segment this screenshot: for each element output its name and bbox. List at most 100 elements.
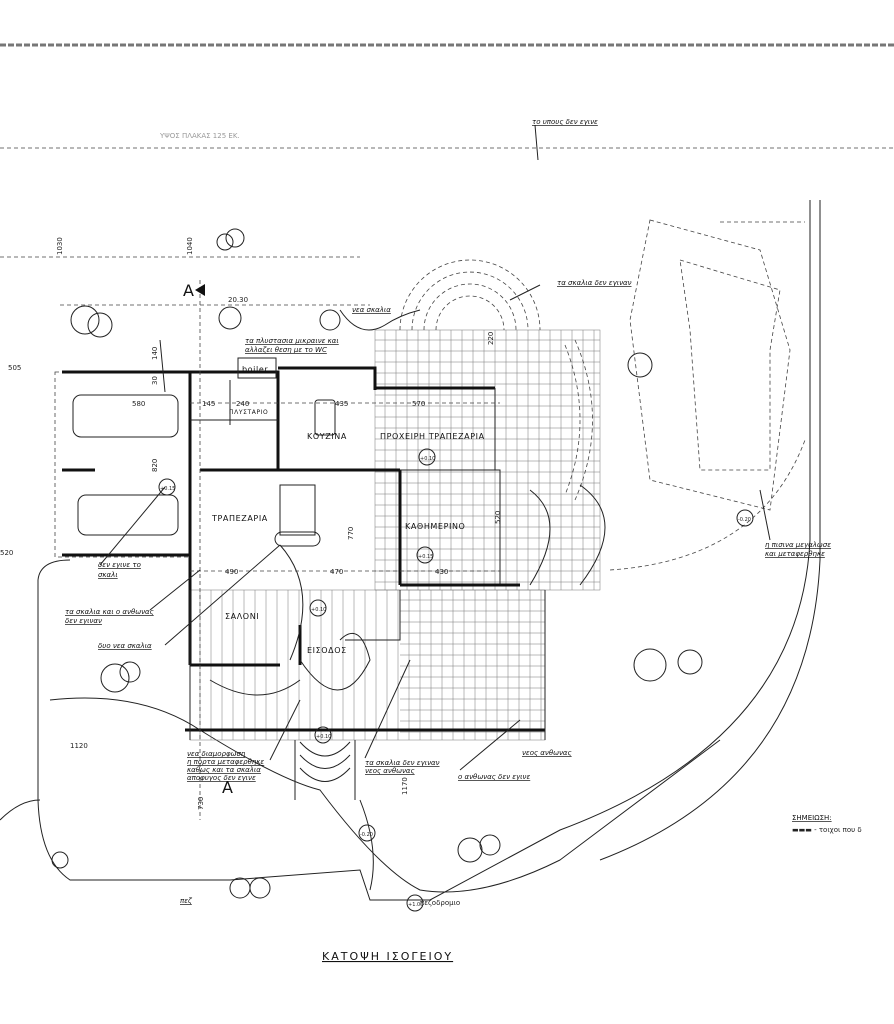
- level-label: +0.15: [418, 554, 433, 560]
- tree-icon: [229, 877, 251, 899]
- note-step-2: σκαλι: [98, 571, 118, 579]
- tree-icon: [457, 837, 483, 863]
- entrance-arc: [209, 679, 301, 696]
- garage: [54, 370, 191, 558]
- tree-icon: [100, 663, 130, 693]
- tree-icon: [249, 877, 271, 899]
- level-label: +0.15: [160, 486, 175, 492]
- tree-icon: [479, 834, 501, 856]
- dim-label: 730: [197, 797, 205, 810]
- kitchen-island: [314, 399, 336, 436]
- note-not-built-top: το υπους δεν εγινε: [532, 118, 598, 126]
- tree-icon: [87, 312, 113, 338]
- level-label: -0.20: [360, 832, 373, 838]
- level-label: +0.10: [311, 607, 326, 613]
- dim-label: 820: [151, 459, 159, 472]
- terrace-grid: [189, 329, 601, 741]
- level-label: +0.10: [420, 456, 435, 462]
- path-edge: [359, 799, 374, 891]
- ped-label: πεζ: [180, 897, 193, 905]
- room-label-breakfast: ΠΡΟΧΕΙΡΗ ΤΡΑΠΕΖΑΡΙΑ: [380, 432, 485, 441]
- dim-label: 490: [225, 568, 238, 576]
- site-boundary-outer: [599, 200, 821, 861]
- plot-note: ΥΨΟΣ ΠΛΑΚΑΣ 125 ΕΚ.: [159, 132, 240, 140]
- note-planter-2: δεν εγιναν: [65, 617, 102, 625]
- note-redesign-4: αποφυγος δεν εγινε: [187, 774, 256, 782]
- note-laundry-1: τα πλυστασια μικραινε και: [245, 337, 339, 345]
- note-planter-1: τα σκαλια και ο ανθωνας: [65, 608, 154, 616]
- tree-icon: [627, 352, 653, 378]
- remark-text: ▬▬▬ - τοιχοι που δ: [792, 826, 862, 834]
- level-label: +0.10: [316, 734, 331, 740]
- dim-label: 220: [487, 332, 495, 345]
- note-pool-1: η πισινα μεγαλωσε: [765, 541, 831, 549]
- dim-label: 580: [132, 400, 145, 408]
- pool-path: [609, 439, 806, 571]
- site-boundary: [37, 200, 811, 901]
- note-redesign-2: η πορτα μεταφερθηκε: [187, 758, 264, 766]
- dim-label: 140: [151, 347, 159, 360]
- car-1: [72, 394, 179, 438]
- tree-icon: [225, 228, 245, 248]
- house-walls: [185, 357, 546, 740]
- dim-label: 1030: [56, 237, 64, 255]
- dim-label: 1170: [401, 777, 409, 795]
- tree-icon: [319, 309, 341, 331]
- sidewalk-label: πεζοδρομιο: [420, 899, 460, 907]
- dim-label: 30: [151, 376, 159, 385]
- room-label-living: ΣΑΛΟΝΙ: [225, 612, 259, 621]
- note-new-stairs: νεα σκαλια: [352, 306, 391, 314]
- level-label: -0.20: [738, 517, 751, 523]
- dim-label: 20.30: [228, 296, 248, 304]
- remark-title: ΣΗΜΕΙΩΣΗ:: [792, 814, 832, 822]
- garden-steps-top: [399, 259, 593, 501]
- section-marker-bottom: A: [222, 778, 233, 797]
- trees: [51, 228, 703, 899]
- dim-label: 520: [0, 549, 13, 557]
- room-label-boiler: boiler: [242, 365, 268, 374]
- note-step-1: δεν εγινε το: [98, 561, 141, 569]
- section-flag-icon: [195, 284, 205, 296]
- tree-icon: [70, 305, 100, 335]
- pool-outline: [629, 219, 791, 511]
- dim-label: 430: [435, 568, 448, 576]
- car-2: [77, 494, 179, 536]
- bay-window-arc-inner: [529, 489, 551, 586]
- dim-label: 435: [335, 400, 348, 408]
- level-label: +1.00: [408, 902, 423, 908]
- tree-icon: [218, 306, 242, 330]
- dim-label: 1120: [70, 742, 88, 750]
- bay-window-arc: [579, 484, 606, 586]
- tree-icon: [216, 233, 234, 251]
- room-label-entrance: ΕΙΣΟΔΟΣ: [307, 646, 347, 655]
- note-laundry-2: αλλαζει θεση με το WC: [245, 346, 327, 354]
- dim-label: 520: [494, 511, 502, 524]
- drawing-title: ΚΑΤΟΨΗ ΙΣΟΓΕΙΟΥ: [322, 950, 453, 963]
- note-new-planter: νεος ανθωνας: [522, 749, 572, 757]
- note-front-2: νεος ανθωνας: [365, 767, 415, 775]
- tree-icon: [677, 649, 703, 675]
- note-redesign-1: νεα διαμορφωση: [187, 750, 246, 758]
- tree-icon: [51, 851, 69, 869]
- curve-left: [0, 799, 41, 821]
- front-steps: [294, 740, 356, 800]
- dim-label: 505: [8, 364, 21, 372]
- dim-label: 470: [330, 568, 343, 576]
- dim-label: 770: [347, 527, 355, 540]
- note-pool-2: και μεταφερθηκε: [765, 550, 825, 558]
- room-label-kitchen: ΚΟΥΖΙΝΑ: [307, 432, 347, 441]
- entrance-porch: [299, 632, 371, 691]
- interior-stair: [274, 484, 321, 547]
- pool-inner: [679, 259, 781, 471]
- note-stairs-not-built: τα σκαλια δεν εγιναν: [557, 279, 632, 287]
- tree-icon: [119, 661, 141, 683]
- dim-label: 1040: [186, 237, 194, 255]
- note-two-new-stairs: δυο νεα σκαλια: [98, 642, 152, 650]
- dim-label: 145: [202, 400, 215, 408]
- room-label-dining: ΤΡΑΠΕΖΑΡΙΑ: [211, 514, 268, 523]
- dim-label: 570: [412, 400, 425, 408]
- driveway: [49, 697, 721, 893]
- living-arc: [279, 544, 304, 661]
- note-planter-not-built: ο ανθωνας δεν εγινε: [458, 773, 530, 781]
- section-marker-top: A: [183, 281, 194, 300]
